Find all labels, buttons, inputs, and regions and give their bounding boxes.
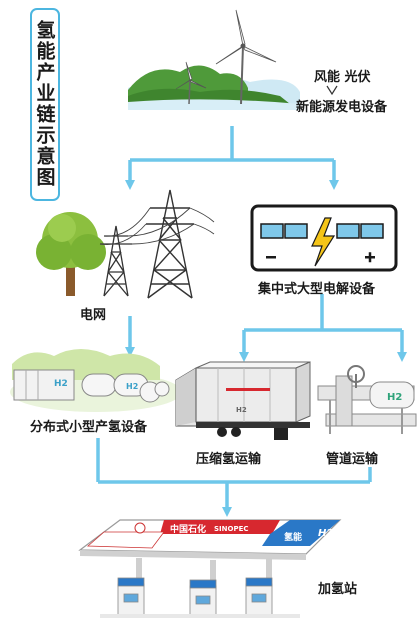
label-station: 加氢站 [318, 582, 358, 597]
title-box: 氢能产业链示意图 [30, 8, 60, 201]
label-renewable-bottom: 新能源发电设备 [296, 100, 388, 115]
flow-arrows-middle [125, 294, 407, 362]
compressed-transport-illustration [175, 361, 311, 440]
station-illustration [78, 519, 342, 618]
tank-h2-mark: H2 [126, 382, 138, 391]
pipeline-h2-mark: H2 [387, 392, 402, 403]
pipeline-illustration [317, 365, 417, 434]
flow-arrows-bottom [96, 438, 372, 517]
label-grid: 电网 [80, 308, 107, 323]
label-renewable-top: 风能 光伏 [314, 70, 371, 85]
annotation-chevron [326, 85, 338, 96]
electrolysis-illustration [250, 204, 398, 272]
sign-h2: H2 [318, 528, 333, 539]
label-compressed: 压缩氢运输 [196, 452, 262, 467]
power-grid-illustration [36, 189, 215, 299]
equipment-lettering: H2 H2 H2 H2 中国石化 SINOPEC 氢能 H2 [54, 379, 402, 543]
label-electrolysis: 集中式大型电解设备 [258, 282, 376, 297]
sign-sinopec-cn: 中国石化 [170, 523, 206, 535]
sign-hydrogen: 氢能 [284, 531, 302, 543]
distributed-production-illustration [10, 349, 182, 412]
renewable-energy-illustration [128, 9, 300, 110]
label-pipeline: 管道运输 [326, 452, 379, 467]
label-distributed: 分布式小型产氢设备 [30, 420, 148, 435]
diagram-title: 氢能产业链示意图 [33, 20, 56, 188]
tank-h2-mark: H2 [54, 379, 68, 389]
flow-arrows-top [125, 126, 339, 190]
trailer-h2-mark: H2 [236, 406, 247, 414]
sign-sinopec-en: SINOPEC [214, 525, 249, 533]
